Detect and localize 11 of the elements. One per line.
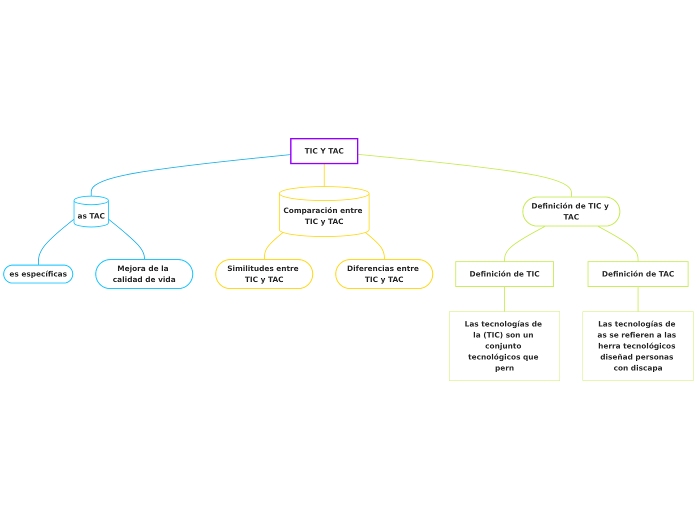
connector	[638, 286, 639, 312]
connector	[504, 286, 506, 312]
connector	[504, 226, 546, 262]
connector	[357, 154, 572, 198]
connector	[38, 218, 74, 266]
connector	[264, 232, 284, 261]
connector	[108, 218, 145, 261]
connector	[598, 226, 639, 262]
connector	[364, 232, 385, 261]
connector	[90, 154, 292, 197]
connector	[324, 163, 325, 188]
